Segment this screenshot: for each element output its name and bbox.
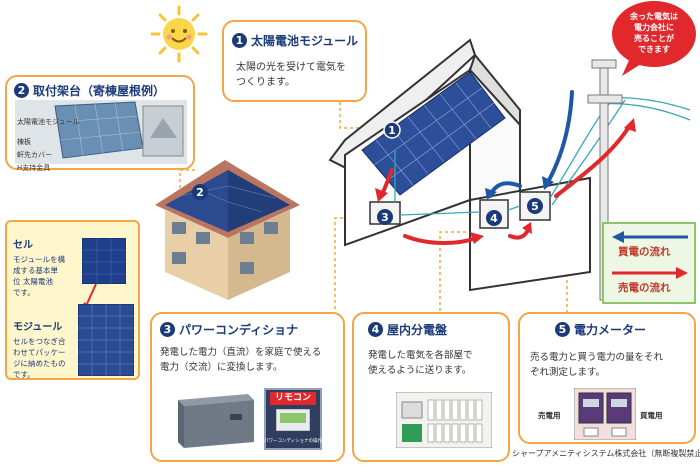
- cell-desc-line-2: 成する基本単: [13, 265, 65, 276]
- meter-image: [574, 388, 636, 440]
- buy-flow-arrow-icon: [610, 229, 690, 243]
- mount-label-bracket: H支持金具: [17, 163, 80, 173]
- meter-number: 5: [555, 322, 570, 337]
- cell-image: [82, 238, 126, 284]
- cell-desc-line-4: です。: [13, 287, 65, 298]
- meter-desc-line-1: 売る電力と買う電力の量をそれ: [530, 350, 663, 365]
- bubble-line-4: できます: [616, 44, 692, 55]
- remote-caption: パワーコンディショナの操作器: [264, 438, 322, 444]
- module-section-title: モジュール: [13, 318, 66, 333]
- module-section-desc-line-3: ジに納めたもの: [13, 358, 66, 369]
- cell-title: セル: [13, 236, 65, 251]
- bubble-text: 余った電気は 電力会社に 売ることが できます: [616, 11, 692, 55]
- sell-flow-label: 売電の流れ: [618, 280, 671, 295]
- meter-buy-label: 買電用: [640, 410, 663, 421]
- remote-icon: [276, 409, 310, 431]
- cell-desc-line-1: モジュールを構: [13, 254, 65, 265]
- conditioner-unit-image: [170, 390, 260, 450]
- meter-title-row: 5 電力メーター: [555, 321, 646, 338]
- module-section: モジュール セルをつなぎ合 わせてパッケー ジに納めたもの です。: [13, 318, 66, 380]
- svg-text:3: 3: [381, 211, 389, 224]
- meter-description: 売る電力と買う電力の量をそれ ぞれ測定します。: [530, 350, 663, 380]
- mount-label-ridge: 棟板: [17, 137, 80, 147]
- distribution-desc-line-2: 使えるように送ります。: [368, 363, 473, 378]
- conditioner-description: 発電した電力（直流）を家庭で使える 電力（交流）に変換します。: [160, 345, 321, 375]
- meter-title: 電力メーター: [574, 321, 646, 338]
- distribution-description: 発電した電気を各部屋で 使えるように送ります。: [368, 348, 473, 378]
- svg-text:4: 4: [490, 212, 498, 225]
- mount-labels: 太陽電池モジュール 棟板 軒先カバー H支持金具: [17, 117, 80, 173]
- mount-label-eaves: 軒先カバー: [17, 150, 80, 160]
- conditioner-title: パワーコンディショナ: [179, 321, 298, 338]
- conditioner-desc-line-1: 発電した電力（直流）を家庭で使える: [160, 345, 321, 360]
- distribution-title-row: 4 屋内分電盤: [368, 321, 447, 338]
- buy-flow-label: 買電の流れ: [618, 244, 671, 259]
- module-section-desc-line-1: セルをつなぎ合: [13, 336, 66, 347]
- conditioner-desc-line-2: 電力（交流）に変換します。: [160, 360, 321, 375]
- svg-text:1: 1: [388, 124, 396, 137]
- module-image: [78, 304, 134, 376]
- bubble-line-2: 電力会社に: [616, 22, 692, 33]
- bubble-line-3: 売ることが: [616, 33, 692, 44]
- sell-flow-arrow-icon: [610, 265, 690, 279]
- remote-label: リモコン: [270, 392, 316, 405]
- bubble-line-1: 余った電気は: [616, 11, 692, 22]
- cell-description: モジュールを構 成する基本単 位 太陽電池 です。: [13, 254, 65, 298]
- module-section-description: セルをつなぎ合 わせてパッケー ジに納めたもの です。: [13, 336, 66, 380]
- conditioner-number: 3: [160, 322, 175, 337]
- mount-label-module: 太陽電池モジュール: [17, 117, 80, 127]
- cell-desc-line-3: 位 太陽電池: [13, 276, 65, 287]
- copyright-footer: シャープアメニティシステム株式会社（無断複製禁止）: [512, 448, 700, 459]
- mount-number: 2: [14, 83, 29, 98]
- module-section-desc-line-4: です。: [13, 369, 66, 380]
- svg-text:2: 2: [196, 186, 204, 199]
- distribution-number: 4: [368, 322, 383, 337]
- module-section-desc-line-2: わせてパッケー: [13, 347, 66, 358]
- distribution-board-image: [396, 392, 492, 448]
- meter-sell-label: 売電用: [538, 410, 561, 421]
- svg-text:5: 5: [531, 200, 539, 213]
- meter-desc-line-2: ぞれ測定します。: [530, 365, 663, 380]
- cell-section: セル モジュールを構 成する基本単 位 太陽電池 です。: [13, 236, 65, 298]
- distribution-title: 屋内分電盤: [387, 321, 447, 338]
- conditioner-title-row: 3 パワーコンディショナ: [160, 321, 298, 338]
- distribution-desc-line-1: 発電した電気を各部屋で: [368, 348, 473, 363]
